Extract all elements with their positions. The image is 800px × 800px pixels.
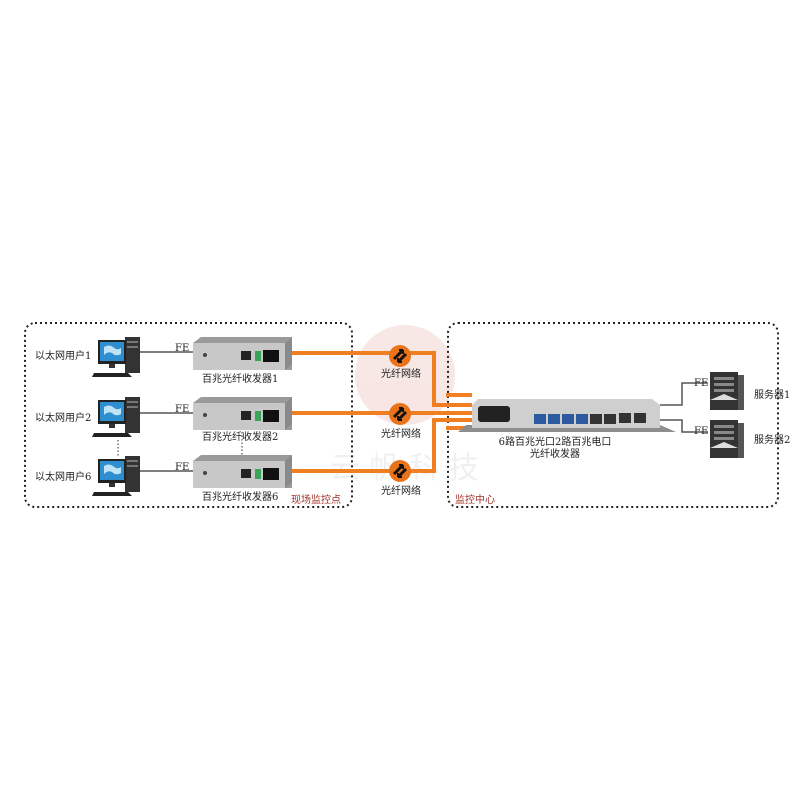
server-label: 服务器1	[754, 388, 790, 401]
converter-label: 百兆光纤收发器1	[202, 372, 278, 385]
fiber-network-icon	[387, 343, 413, 369]
fiber-network-icon	[387, 401, 413, 427]
fe-label: FE	[694, 378, 708, 389]
converter-label: 百兆光纤收发器2	[202, 430, 278, 443]
device-label-line1: 6路百兆光口2路百兆电口	[499, 435, 612, 448]
server-icon	[710, 372, 744, 410]
site-label: 现场监控点	[291, 493, 341, 506]
user-label: 以太网用户1	[35, 349, 91, 362]
site-boundary	[24, 322, 353, 508]
server-icon	[710, 420, 744, 458]
device-label-line2: 光纤收发器	[530, 447, 580, 460]
converter-label: 百兆光纤收发器6	[202, 490, 278, 503]
fiber-network-label: 光纤网络	[381, 367, 421, 380]
user-label: 以太网用户2	[35, 411, 91, 424]
fe-label: FE	[175, 343, 189, 354]
central-transceiver	[458, 399, 676, 432]
fiber-network-label: 光纤网络	[381, 427, 421, 440]
converter-6	[193, 455, 292, 488]
fe-label: FE	[694, 426, 708, 437]
converter-2	[193, 397, 292, 430]
server-label: 服务器2	[754, 433, 790, 446]
converter-1	[193, 337, 292, 370]
fe-label: FE	[175, 462, 189, 473]
fe-label: FE	[175, 404, 189, 415]
center-boundary	[447, 322, 779, 508]
pc-icon	[92, 456, 140, 496]
pc-icon	[92, 337, 140, 377]
fiber-network-icon	[387, 458, 413, 484]
fiber-links	[292, 351, 472, 473]
center-label: 监控中心	[455, 493, 495, 506]
fiber-network-label: 光纤网络	[381, 484, 421, 497]
user-label: 以太网用户6	[35, 470, 91, 483]
pc-icon	[92, 397, 140, 437]
